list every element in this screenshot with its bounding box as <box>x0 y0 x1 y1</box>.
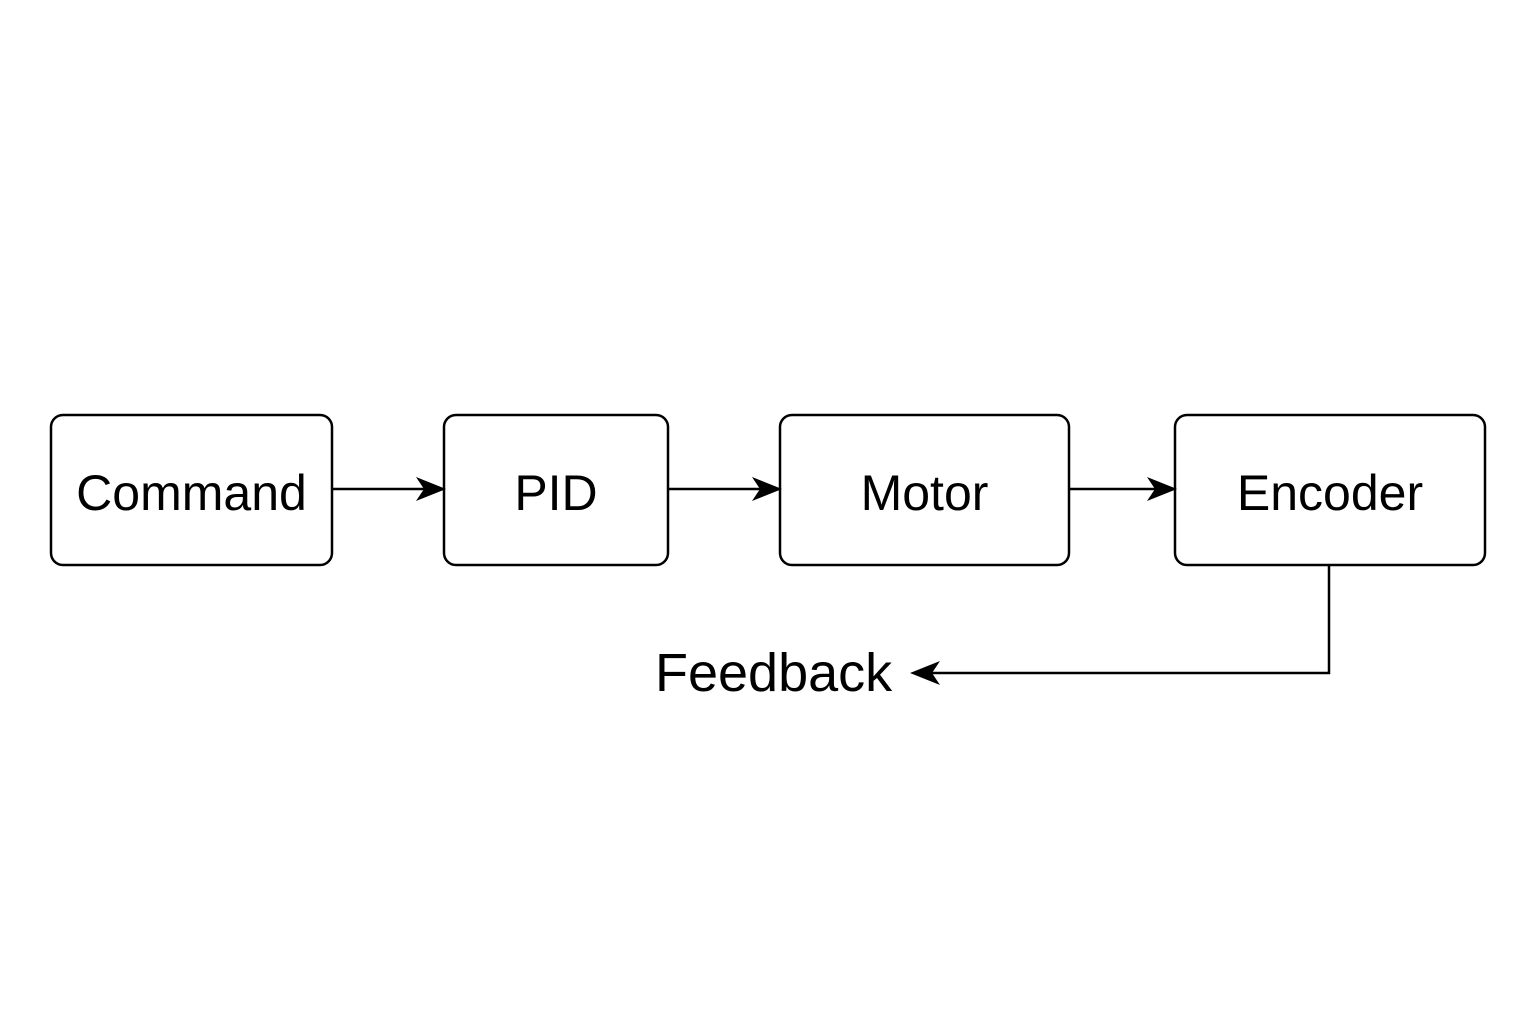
encoder-block: Encoder <box>1173 413 1487 567</box>
feedback-label: Feedback <box>655 643 893 703</box>
pid-label: PID <box>514 465 597 521</box>
command-label: Command <box>76 465 307 521</box>
encoder-label: Encoder <box>1237 465 1423 521</box>
pid-block: PID <box>442 413 670 567</box>
command-block: Command <box>49 413 334 567</box>
motor-label: Motor <box>861 465 989 521</box>
feedback-arrow <box>910 566 1331 685</box>
motor-block: Motor <box>778 413 1071 567</box>
